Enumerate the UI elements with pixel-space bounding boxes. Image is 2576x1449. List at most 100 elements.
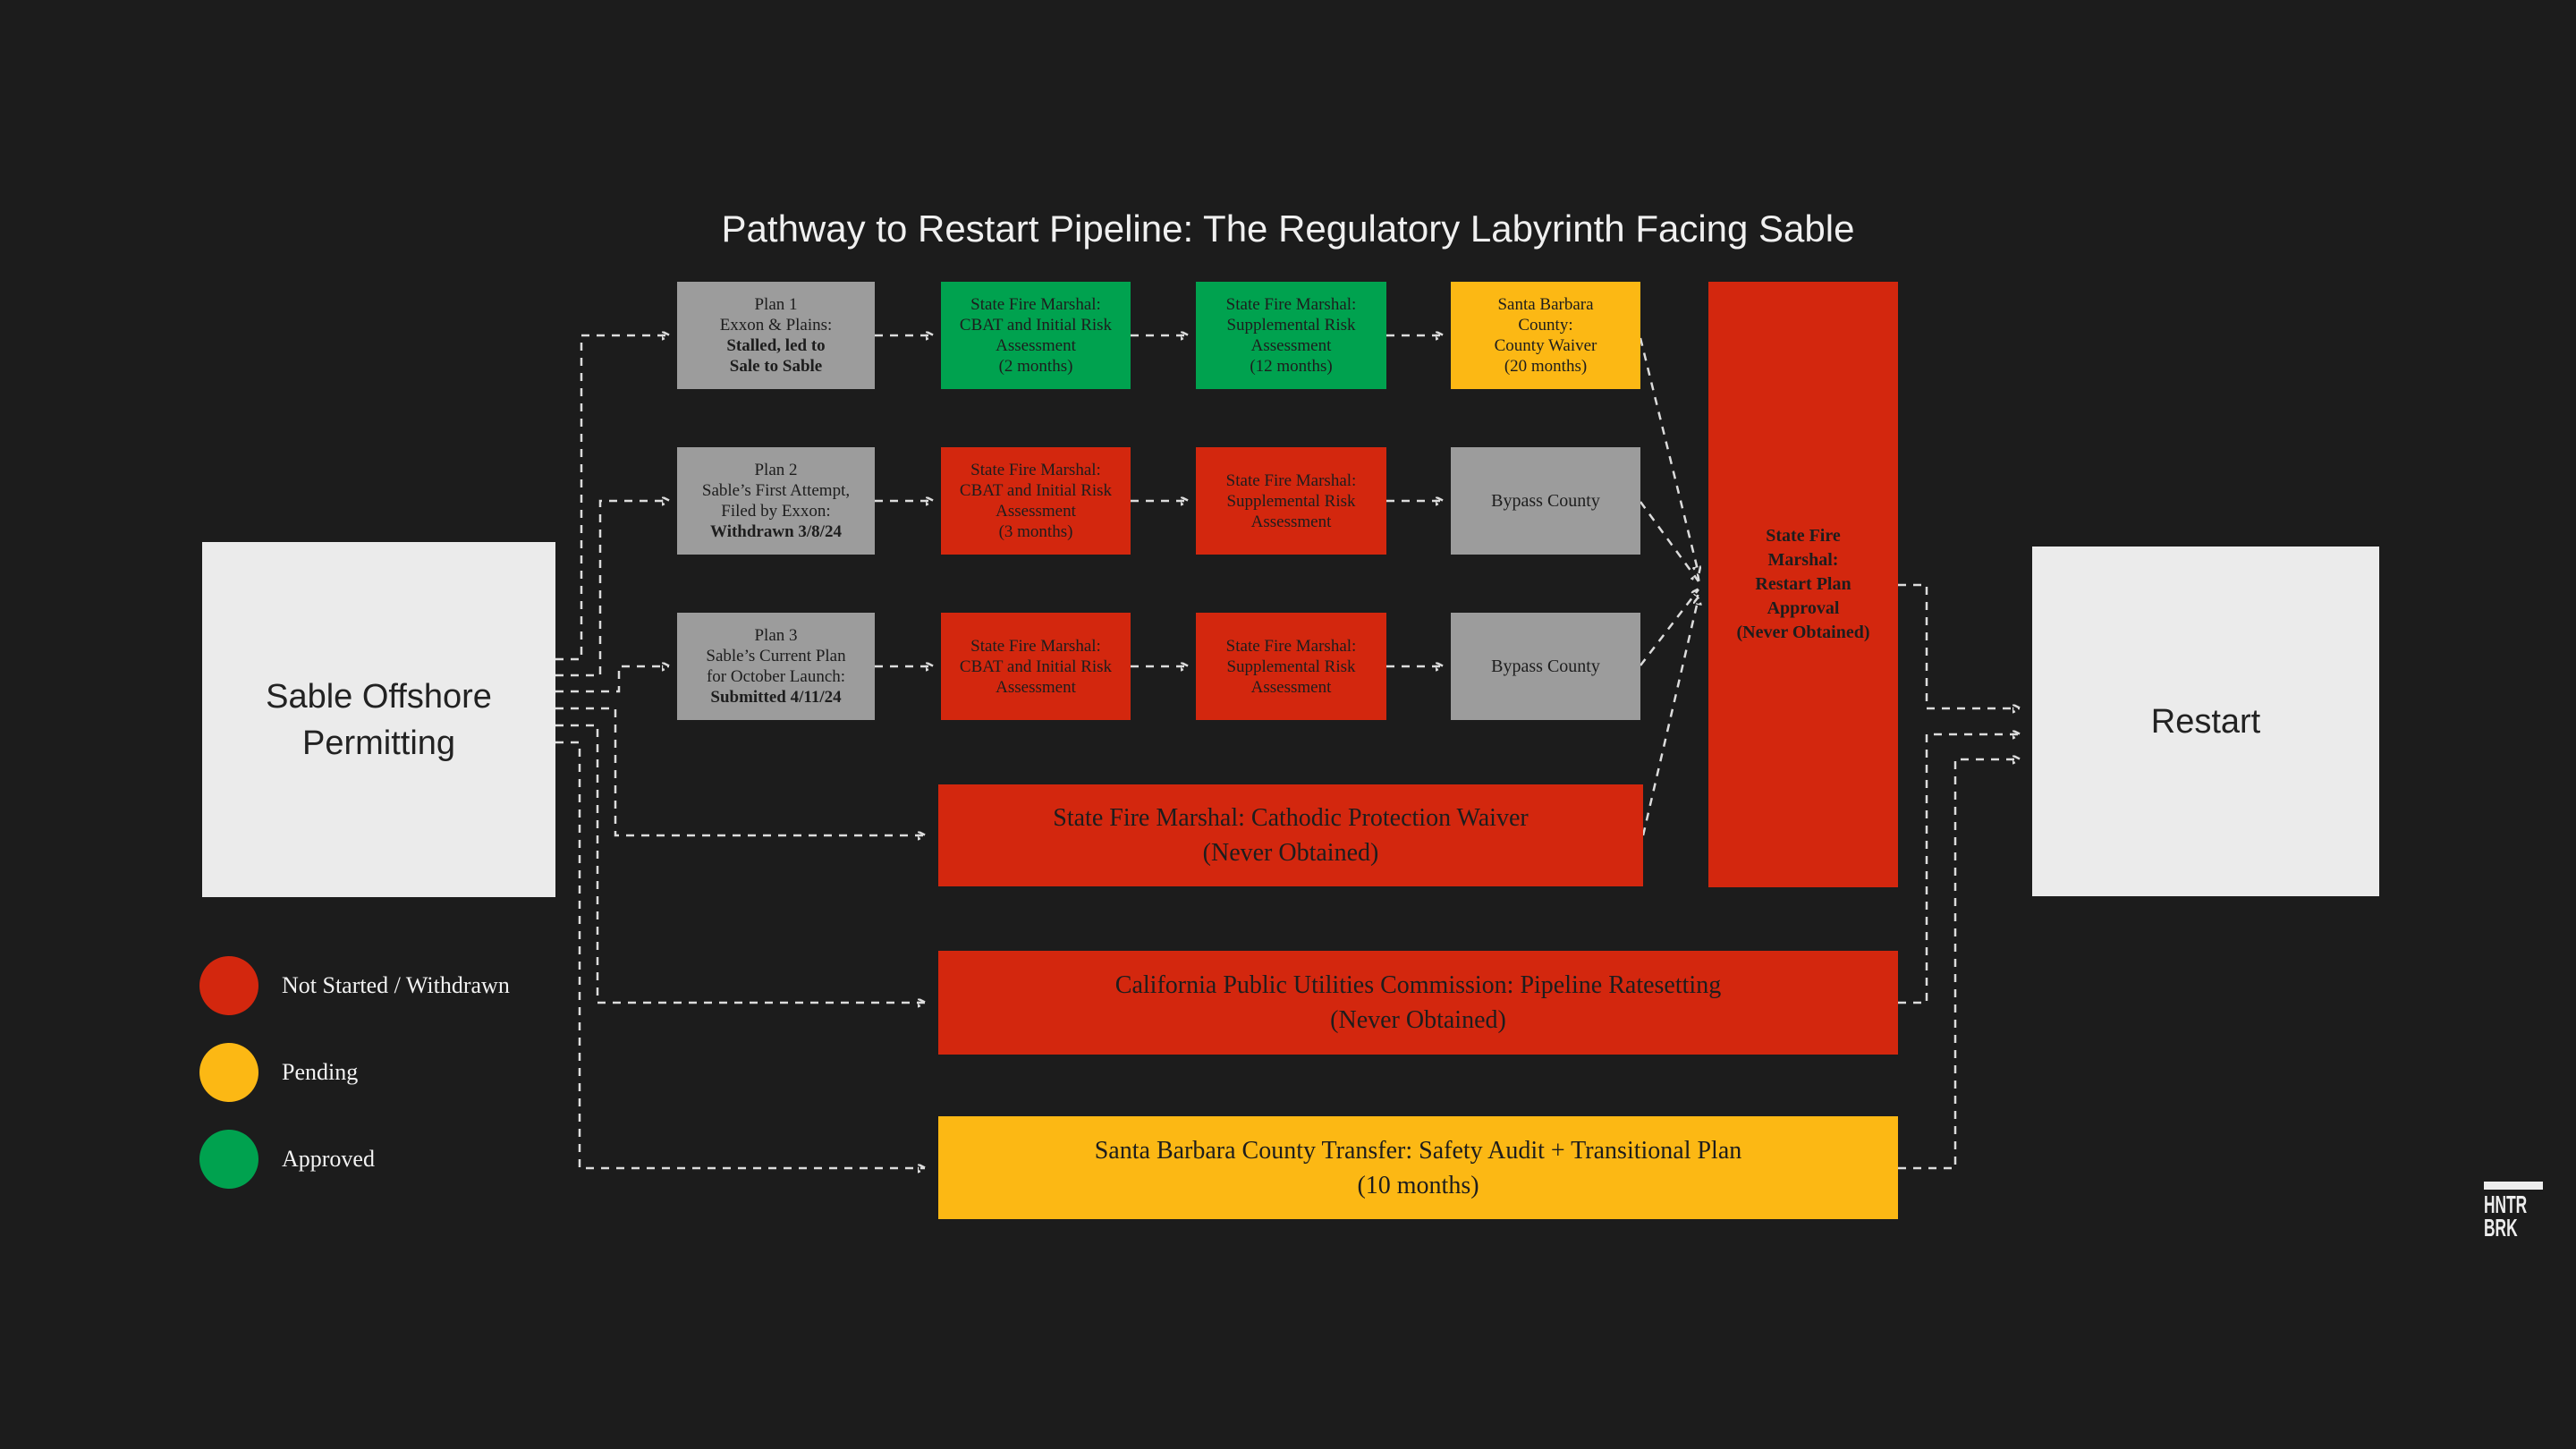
step-line: CBAT and Initial Risk	[959, 657, 1113, 676]
plan-3-box: Plan 3 Sable’s Current Plan for October …	[677, 613, 875, 720]
legend-item-approved: Approved	[199, 1130, 510, 1189]
plan-1-line: Plan 1	[754, 295, 798, 314]
connector-start-to-plan2	[555, 501, 669, 677]
arrows-to-restart	[1898, 583, 2020, 1170]
step-line: Supplemental Risk	[1226, 657, 1356, 676]
end-node-restart: Restart	[2032, 547, 2379, 896]
plan-2-box: Plan 2 Sable’s First Attempt, Filed by E…	[677, 447, 875, 555]
step-line: Assessment	[1250, 677, 1332, 697]
legend-dot-approved-icon	[199, 1130, 258, 1189]
plan-3-line: for October Launch:	[706, 667, 846, 686]
cpuc-ratesetting-banner: California Public Utilities Commission: …	[938, 951, 1898, 1055]
banner-line: (Never Obtained)	[1330, 1006, 1506, 1034]
row1-cbat-initial-risk-box: State Fire Marshal: CBAT and Initial Ris…	[941, 282, 1131, 389]
start-node-label-line1: Sable Offshore	[266, 677, 492, 716]
step-line: CBAT and Initial Risk	[959, 316, 1113, 335]
step-line: County Waiver	[1494, 336, 1597, 355]
plan-1-line: Stalled, led to	[726, 336, 826, 355]
step-line: Assessment	[996, 677, 1076, 697]
end-node-label: Restart	[2150, 702, 2261, 741]
logo-line2: BRK	[2484, 1214, 2518, 1241]
row1-county-waiver-box: Santa Barbara County: County Waiver (20 …	[1451, 282, 1640, 389]
connector-row1-to-gate	[1639, 337, 1699, 573]
step-line: (20 months)	[1504, 357, 1588, 376]
step-line: (12 months)	[1250, 357, 1333, 376]
row3-supplemental-risk-box: State Fire Marshal: Supplemental Risk As…	[1196, 613, 1386, 720]
plan-1-box: Plan 1 Exxon & Plains: Stalled, led to S…	[677, 282, 875, 389]
legend-item-not-started: Not Started / Withdrawn	[199, 956, 510, 1015]
row2-cbat-initial-risk-box: State Fire Marshal: CBAT and Initial Ris…	[941, 447, 1131, 555]
step-line: State Fire Marshal:	[1225, 636, 1357, 656]
connector-gate-to-restart	[1898, 583, 2020, 708]
connector-start-to-transfer	[555, 741, 925, 1168]
step-line: Assessment	[1250, 512, 1332, 531]
gate-line: State Fire	[1766, 526, 1841, 546]
banner-line: (Never Obtained)	[1202, 839, 1379, 867]
step-line: State Fire Marshal:	[970, 295, 1101, 314]
banner-line: Santa Barbara County Transfer: Safety Au…	[1094, 1136, 1742, 1165]
step-line: State Fire Marshal:	[1225, 295, 1357, 314]
step-line: County:	[1518, 316, 1573, 335]
step-line: Assessment	[996, 502, 1076, 521]
plan-3-line: Sable’s Current Plan	[706, 647, 846, 665]
banner-line: State Fire Marshal: Cathodic Protection …	[1053, 804, 1529, 832]
connector-start-to-plan1	[555, 335, 669, 661]
legend-label: Not Started / Withdrawn	[282, 972, 510, 998]
gate-line: Approval	[1767, 598, 1840, 618]
step-line: State Fire Marshal:	[970, 636, 1101, 656]
step-line: Bypass County	[1491, 657, 1600, 676]
step-line: State Fire Marshal:	[970, 461, 1101, 479]
step-line: Assessment	[996, 336, 1076, 355]
step-line: Bypass County	[1491, 491, 1600, 511]
plan-2-line: Plan 2	[754, 461, 798, 479]
hntrbrk-logo: HNTR BRK	[2484, 1182, 2554, 1241]
connector-cpuc-to-restart	[1898, 734, 2020, 1004]
logo-bar-icon	[2484, 1182, 2543, 1190]
gate-line: Marshal:	[1767, 550, 1839, 570]
step-line: (2 months)	[998, 357, 1073, 376]
plan-3-line: Submitted 4/11/24	[710, 688, 842, 707]
row1-supplemental-risk-box: State Fire Marshal: Supplemental Risk As…	[1196, 282, 1386, 389]
step-line: Santa Barbara	[1497, 295, 1594, 314]
row2-supplemental-risk-box: State Fire Marshal: Supplemental Risk As…	[1196, 447, 1386, 555]
legend-item-pending: Pending	[199, 1043, 510, 1102]
start-node-label-line2: Permitting	[301, 724, 456, 762]
connector-start-to-plan3	[555, 666, 669, 693]
connector-cathodic-to-gate	[1641, 597, 1699, 836]
plan-1-line: Exxon & Plains:	[719, 316, 833, 335]
connector-row2-to-gate	[1639, 501, 1699, 581]
gate-line: Restart Plan	[1755, 574, 1852, 594]
step-line: Assessment	[1250, 336, 1332, 355]
banner-line: California Public Utilities Commission: …	[1114, 971, 1722, 999]
plan-1-line: Sale to Sable	[729, 357, 823, 376]
row3-cbat-initial-risk-box: State Fire Marshal: CBAT and Initial Ris…	[941, 613, 1131, 720]
legend-label: Pending	[282, 1059, 359, 1085]
step-line: Supplemental Risk	[1226, 491, 1356, 511]
connector-start-to-cpuc	[555, 724, 925, 1003]
step-line: State Fire Marshal:	[1225, 470, 1357, 490]
connector-start-to-cathodic	[555, 707, 925, 835]
plan-2-line: Filed by Exxon:	[721, 502, 831, 521]
chart-title: Pathway to Restart Pipeline: The Regulat…	[721, 208, 1855, 250]
cathodic-waiver-banner: State Fire Marshal: Cathodic Protection …	[938, 784, 1643, 886]
connector-row3-to-gate	[1640, 589, 1699, 666]
connector-transfer-to-restart	[1898, 759, 2020, 1170]
legend-label: Approved	[282, 1146, 375, 1172]
county-transfer-banner: Santa Barbara County Transfer: Safety Au…	[938, 1116, 1898, 1219]
banner-line: (10 months)	[1357, 1171, 1479, 1199]
legend-dot-pending-icon	[199, 1043, 258, 1102]
row2-bypass-county-box: Bypass County	[1451, 447, 1640, 555]
plan-2-line: Withdrawn 3/8/24	[710, 522, 842, 541]
plan-3-line: Plan 3	[754, 626, 798, 645]
legend: Not Started / Withdrawn Pending Approved	[199, 956, 510, 1189]
legend-dot-not-started-icon	[199, 956, 258, 1015]
convergence-to-final-gate	[1639, 337, 1699, 836]
step-line: (3 months)	[998, 522, 1073, 541]
plan-2-line: Sable’s First Attempt,	[701, 481, 851, 500]
restart-plan-approval-box: State Fire Marshal: Restart Plan Approva…	[1708, 282, 1898, 887]
row3-bypass-county-box: Bypass County	[1451, 613, 1640, 720]
logo-line1: HNTR	[2484, 1191, 2528, 1218]
step-line: CBAT and Initial Risk	[959, 481, 1113, 500]
gate-line: (Never Obtained)	[1736, 623, 1870, 642]
